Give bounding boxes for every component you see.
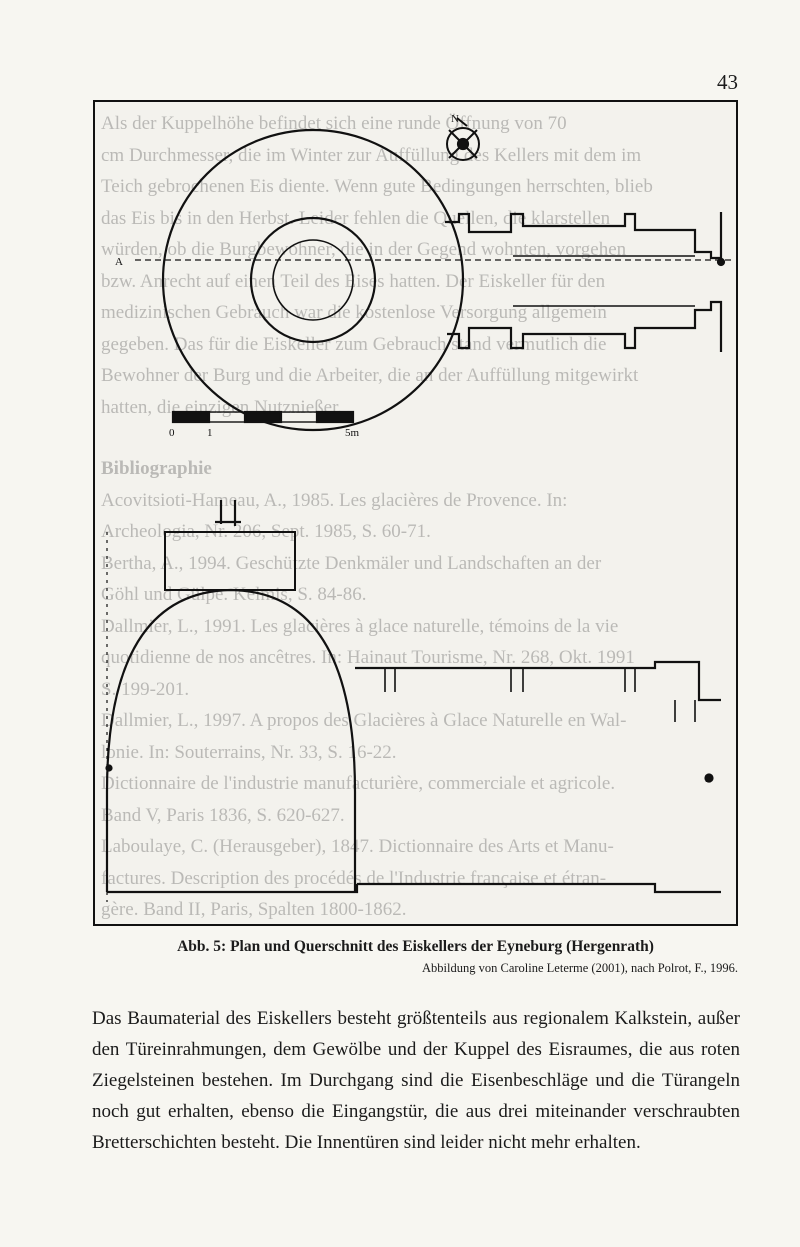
plan-corridor-upper: [445, 212, 723, 260]
scale-bar: [171, 410, 355, 424]
section-corridor-floor: [357, 882, 721, 894]
figure-caption-credit: Abbildung von Caroline Leterme (2001), n…: [422, 961, 738, 975]
plan-inner-circle: [249, 216, 377, 344]
show-through-line: Les glacières liégeoises réunies ou la G…: [101, 926, 732, 927]
section-chimney: [215, 500, 241, 526]
plan-outer-circle: [161, 128, 465, 432]
scale-tick-5: 5m: [345, 427, 360, 439]
section-doorways: [384, 668, 696, 722]
section-cap: [164, 531, 296, 591]
plan-corridor-inner: [513, 255, 695, 307]
section-corridor-roof: [355, 660, 721, 702]
scale-tick-1: 1: [207, 427, 213, 439]
section-marker-left: A: [115, 256, 123, 268]
body-paragraph: Das Baumaterial des Eiskellers besteht g…: [92, 1008, 740, 1153]
plan-corridor-lower: [447, 300, 723, 352]
figure-caption-title: Abb. 5: Plan und Querschnitt des Eiskell…: [177, 938, 654, 955]
compass-label: N: [451, 113, 459, 125]
section-marker-right: B: [705, 773, 712, 785]
section-floor: [107, 884, 359, 894]
scale-tick-0: 0: [169, 427, 175, 439]
compass-rose: [446, 117, 480, 161]
page-number: 43: [717, 70, 738, 94]
eiskeller-drawing: N A B 0 1 5m: [105, 113, 735, 902]
figure-plan-section: Als der Kuppelhöhe befindet sich eine ru…: [93, 100, 738, 926]
plan-center-circle: [272, 239, 354, 321]
section-dome: [105, 588, 357, 793]
